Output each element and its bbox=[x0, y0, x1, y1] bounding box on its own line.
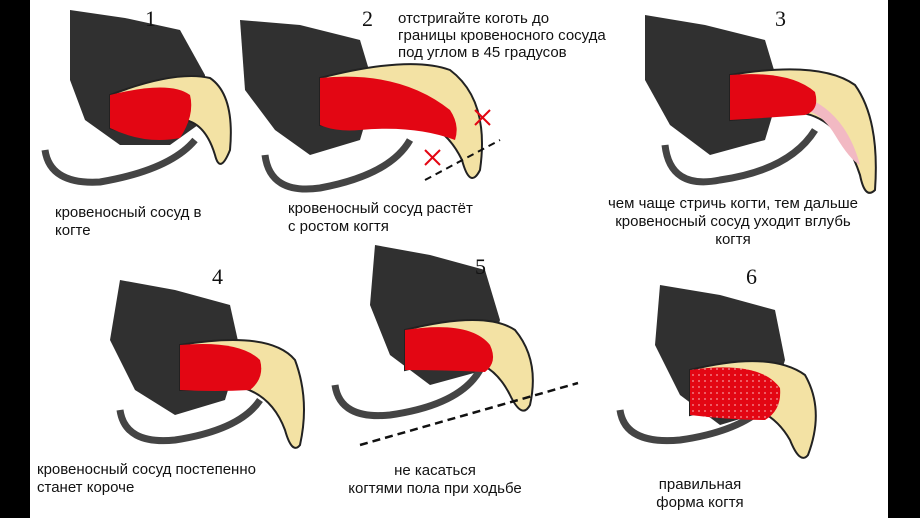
panel-1-caption: кровеносный сосуд в когте bbox=[55, 204, 202, 239]
panel-3-figure bbox=[645, 15, 877, 194]
cut-line bbox=[424, 139, 501, 181]
panel-4-caption: кровеносный сосуд постепенно станет коро… bbox=[37, 461, 256, 496]
claw-illustrations bbox=[41, 10, 877, 459]
panel-6-number: 6 bbox=[746, 264, 757, 289]
toe-pad bbox=[661, 128, 818, 186]
panel-1-figure bbox=[41, 10, 232, 186]
blood-vessel bbox=[320, 76, 457, 140]
fur bbox=[645, 15, 780, 155]
panel-6-figure bbox=[616, 285, 817, 459]
panel-3-caption: чем чаще стричь когти, тем дальше кровен… bbox=[607, 195, 859, 248]
panel-5-number: 5 bbox=[475, 254, 486, 279]
blood-vessel bbox=[180, 344, 262, 391]
blood-vessel bbox=[405, 327, 494, 372]
panel-3-number: 3 bbox=[775, 6, 786, 31]
panel-2-caption: кровеносный сосуд растёт с ростом когтя bbox=[288, 200, 473, 235]
toe-pad bbox=[116, 397, 263, 445]
cut-mark-icon bbox=[424, 109, 491, 166]
toe-pad bbox=[261, 138, 414, 193]
panel-2-figure bbox=[240, 20, 501, 193]
blood-vessel-dots bbox=[690, 367, 781, 420]
toe-pad bbox=[331, 368, 484, 420]
blood-vessel bbox=[110, 87, 192, 141]
panel-5-caption: не касаться когтями пола при ходьбе bbox=[348, 462, 522, 497]
panel-1-number: 1 bbox=[145, 6, 156, 31]
panel-4-figure bbox=[110, 280, 305, 449]
panel-6-caption: правильная форма когтя bbox=[656, 476, 744, 511]
cut-instruction-note: отстригайте коготь до границы кровеносно… bbox=[398, 10, 606, 61]
panel-2-number: 2 bbox=[362, 6, 373, 31]
former-vessel bbox=[800, 95, 860, 165]
panel-4-number: 4 bbox=[212, 264, 223, 289]
panel-5-figure bbox=[331, 245, 579, 447]
toe-pad bbox=[41, 137, 198, 186]
blood-vessel bbox=[730, 74, 817, 120]
floor-line bbox=[359, 381, 579, 447]
